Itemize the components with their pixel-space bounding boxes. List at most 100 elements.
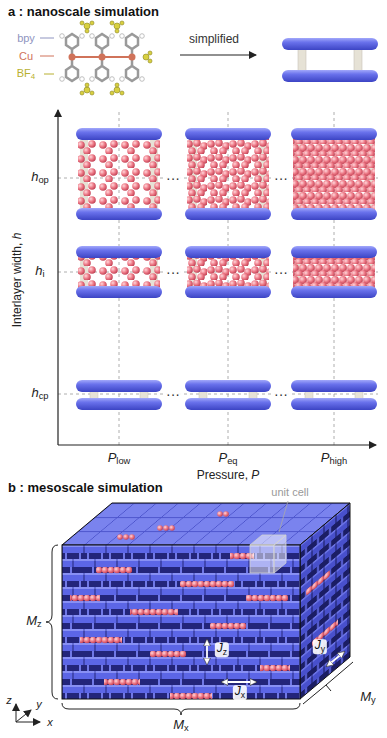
- text-part: Pressure,: [197, 468, 252, 482]
- illustration-part: [76, 380, 162, 392]
- pore-mid-eq: [185, 246, 271, 298]
- axis-letter: y: [36, 698, 42, 711]
- tick-label: Plow: [108, 451, 131, 467]
- illustration-part: [80, 21, 84, 25]
- callout-label: unit cell: [271, 486, 308, 499]
- illustration-part: [110, 21, 114, 25]
- illustration-part: [96, 34, 108, 49]
- illustration-part: [69, 54, 136, 61]
- text-part: J: [235, 684, 241, 698]
- text-part: P: [321, 450, 330, 465]
- leader-line: [279, 501, 288, 532]
- illustration-part: [291, 246, 377, 258]
- text-part: P: [218, 450, 227, 465]
- text-part: y: [371, 695, 376, 705]
- illustration-part: [129, 534, 135, 540]
- illustration-part: [140, 34, 145, 39]
- illustration-part: [114, 23, 120, 29]
- illustration-part: [76, 286, 162, 298]
- text-part: P: [251, 468, 259, 482]
- illustration-part: [90, 91, 94, 95]
- illustration-part: [185, 246, 271, 258]
- illustration-part: [123, 534, 129, 540]
- illustration-part: [76, 128, 162, 140]
- illustration-part: [58, 394, 378, 395]
- pore-open-eq: [185, 128, 271, 220]
- illustration-part: [150, 651, 186, 658]
- illustration-part: [293, 256, 375, 288]
- illustration-part: [291, 398, 377, 410]
- species-label: BF4: [17, 67, 35, 81]
- axis-title: Interlayer width, h: [11, 233, 25, 328]
- illustration-part: [117, 511, 229, 540]
- illustration-part: [185, 208, 271, 220]
- pore-mid-high: [291, 246, 377, 298]
- flux-arrow: [206, 640, 208, 664]
- illustration-part: [180, 581, 234, 588]
- flux-arrow: [222, 681, 256, 683]
- dimension-label: Mx: [173, 718, 189, 734]
- text-part: op: [38, 175, 48, 185]
- illustration-part: [217, 511, 223, 517]
- panel-title: b : mesoscale simulation: [8, 481, 163, 496]
- illustration-part: [62, 703, 300, 715]
- ellipsis: ···: [164, 264, 182, 280]
- pore-open-low: [76, 128, 162, 220]
- illustration-part: [80, 637, 122, 644]
- text-part: i: [43, 269, 45, 279]
- illustration-part: [69, 54, 76, 61]
- illustration-part: [16, 710, 31, 722]
- illustration-part: [306, 569, 330, 596]
- illustration-part: [120, 34, 125, 39]
- arrow-label: simplified: [189, 33, 239, 47]
- ellipsis: ···: [272, 386, 290, 402]
- dimension-brace: [46, 545, 353, 715]
- species-label: Cu: [19, 50, 33, 63]
- illustration-part: [291, 286, 377, 298]
- illustration-part: [60, 77, 65, 82]
- illustration-part: [115, 29, 119, 33]
- illustration-part: [70, 595, 100, 602]
- text-part: J: [315, 638, 321, 652]
- text-part: x: [184, 723, 189, 733]
- axis-title: Pressure, P: [197, 469, 260, 483]
- text-part: 4: [31, 72, 35, 81]
- illustration-part: [60, 34, 65, 39]
- lattice-cube: [62, 503, 350, 699]
- flux-arrow: [327, 652, 344, 666]
- illustration-part: [117, 534, 123, 540]
- illustration-part: [16, 704, 17, 722]
- illustration-part: [170, 693, 212, 700]
- illustration-part: [110, 91, 114, 95]
- pore-closed-high: [291, 380, 377, 410]
- pore-closed-low: [76, 380, 162, 410]
- illustration-part: [282, 38, 378, 50]
- illustration-part: [246, 595, 288, 602]
- tick-label: hop: [31, 170, 49, 186]
- process-arrow: [180, 54, 256, 55]
- illustration-part: [76, 246, 162, 258]
- illustration-part: [129, 54, 136, 61]
- illustration-part: [90, 77, 95, 82]
- ellipsis: ···: [164, 170, 182, 186]
- text-part: J: [217, 641, 223, 655]
- text-part: h: [35, 263, 42, 278]
- ellipsis: ···: [164, 386, 182, 402]
- illustration-part: [143, 54, 149, 60]
- illustration-part: [185, 286, 271, 298]
- illustration-part: [291, 208, 377, 220]
- illustration-part: [291, 128, 377, 140]
- illustration-part: [115, 83, 119, 87]
- illustration-part: [120, 21, 124, 25]
- pore-closed-eq: [185, 380, 271, 410]
- illustration-part: [80, 21, 152, 95]
- axis-letter: x: [47, 716, 53, 729]
- panel-title: a : nanoscale simulation: [8, 5, 159, 20]
- flux-label: Jy: [313, 639, 327, 654]
- text-part: cp: [39, 391, 49, 401]
- tick-label: hcp: [31, 386, 48, 402]
- illustration-part: [78, 256, 160, 288]
- dimension-label: My: [360, 690, 376, 706]
- illustration-part: [40, 38, 54, 39]
- illustration-part: [96, 66, 108, 81]
